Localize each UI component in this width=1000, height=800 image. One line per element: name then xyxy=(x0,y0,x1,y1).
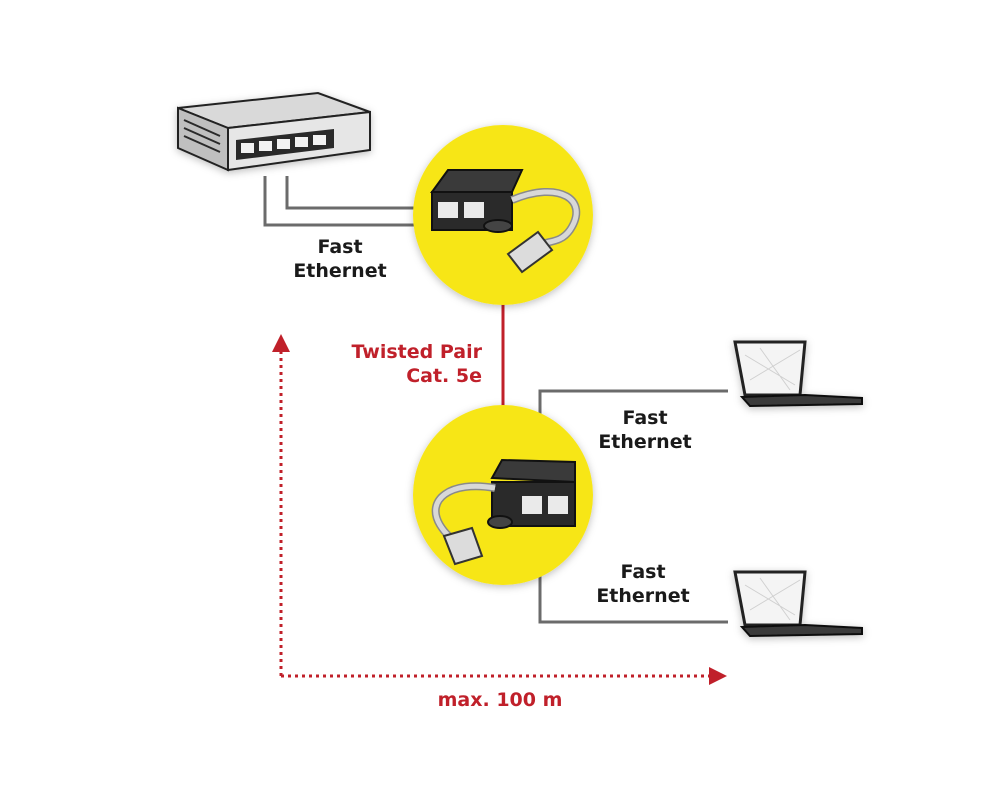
laptop-icon xyxy=(733,340,863,408)
laptop-bottom-link-label-line2: Ethernet xyxy=(596,585,690,607)
rj45-splitter-icon xyxy=(431,458,576,566)
switch-link-label-line1: Fast xyxy=(317,236,363,258)
switch-link-label: Fast Ethernet xyxy=(290,235,390,283)
network-switch-icon xyxy=(177,91,371,172)
laptop-top-link-label-line2: Ethernet xyxy=(598,431,692,453)
laptop-top-link-label: Fast Ethernet xyxy=(590,406,700,454)
twisted-pair-label-line1: Twisted Pair xyxy=(351,341,482,363)
switch-to-splitter-cables xyxy=(263,176,420,227)
laptop-bottom-link-label-line1: Fast xyxy=(620,561,666,583)
twisted-pair-label: Twisted Pair Cat. 5e xyxy=(320,340,482,388)
rj45-splitter-icon xyxy=(430,169,581,274)
switch-link-label-line2: Ethernet xyxy=(293,260,387,282)
laptop-bottom-link-label: Fast Ethernet xyxy=(588,560,698,608)
distance-arrows xyxy=(272,334,727,685)
laptop-icon xyxy=(733,570,863,638)
laptop-top-link-label-line1: Fast xyxy=(622,407,668,429)
distance-label: max. 100 m xyxy=(437,689,563,711)
twisted-pair-label-line2: Cat. 5e xyxy=(406,365,482,387)
